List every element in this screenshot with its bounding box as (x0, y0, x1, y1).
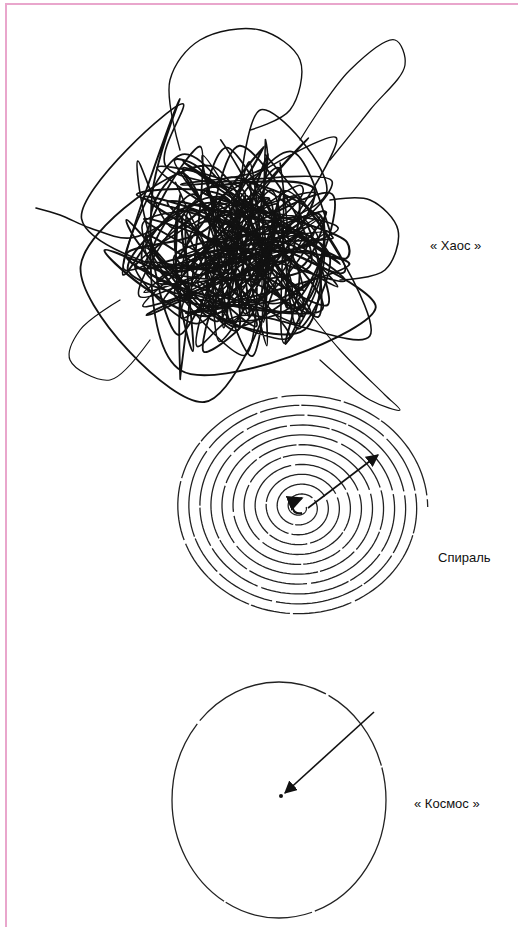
spiral-figure (178, 395, 428, 613)
scribble-line (330, 198, 399, 280)
figure-label: « Космос » (412, 796, 482, 811)
figure-label-box: « Хаос » (428, 236, 483, 254)
figure-label: « Хаос » (428, 238, 483, 253)
scribble-line (169, 28, 302, 150)
inward-arrow (285, 712, 374, 793)
scribble-line (69, 300, 150, 380)
scribble-line (36, 200, 200, 238)
scribble-line (122, 99, 375, 375)
figure-label: Спираль (436, 550, 493, 565)
scribble-line (300, 300, 400, 410)
page-frame (6, 4, 518, 927)
scribble-line (105, 146, 350, 316)
figure-label-box: Спираль (436, 548, 493, 566)
figure-label-box: « Космос » (412, 794, 482, 812)
scribble-line (81, 104, 338, 356)
chaos-scribble (36, 28, 405, 410)
center-hook (293, 498, 302, 513)
center-dot (279, 794, 283, 798)
cosmos-circle (172, 682, 386, 918)
circle-line (172, 682, 386, 918)
scribble-line (300, 40, 405, 160)
spiral-line (178, 395, 428, 613)
outward-arrow (308, 455, 378, 508)
